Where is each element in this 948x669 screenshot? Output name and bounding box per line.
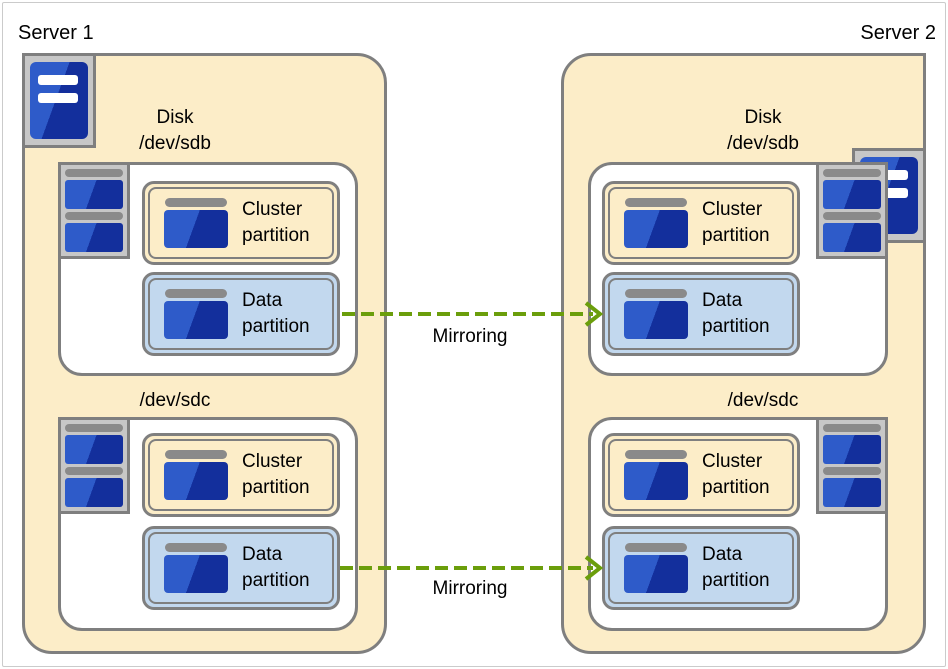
server1-sdb-cluster-partition: Cluster partition: [142, 181, 340, 265]
disk-partition-icon: [164, 198, 228, 248]
disk-partition-icon: [624, 543, 688, 593]
disk-title-line: /dev/sdb: [139, 133, 211, 154]
server1-sdc-cluster-partition: Cluster partition: [142, 433, 340, 517]
disk-unit: [65, 212, 123, 252]
server2-sdb-cluster-partition: Cluster partition: [602, 181, 800, 265]
server-drive-slot: [38, 75, 78, 85]
disk-unit: [65, 424, 123, 464]
disk-unit: [65, 169, 123, 209]
partition-label: Data partition: [242, 290, 310, 337]
server-tower-body: [30, 62, 88, 139]
server2-title: Server 2: [860, 22, 936, 44]
partition-label: Cluster partition: [702, 451, 770, 498]
server1-sdc-data-partition: Data partition: [142, 526, 340, 610]
disk-sdb-title: Disk /dev/sdb: [648, 105, 878, 157]
disk-unit: [823, 169, 881, 209]
disk-partition-icon: [164, 543, 228, 593]
server1-title: Server 1: [18, 22, 94, 44]
disk-unit: [823, 467, 881, 507]
disk-partition-icon: [624, 289, 688, 339]
disk-stack-icon: [816, 417, 888, 514]
disk-stack-icon: [58, 417, 130, 514]
partition-label: Data partition: [702, 290, 770, 337]
partition-label: Cluster partition: [242, 199, 310, 246]
disk-partition-icon: [624, 198, 688, 248]
disk-sdc-title: /dev/sdc: [648, 388, 878, 414]
server-tower-icon: [22, 53, 96, 148]
disk-partition-icon: [164, 289, 228, 339]
server2-sdc-data-partition: Data partition: [602, 526, 800, 610]
disk-sdb-title: Disk /dev/sdb: [60, 105, 290, 157]
disk-sdc-title: /dev/sdc: [60, 388, 290, 414]
disk-stack-icon: [816, 162, 888, 259]
server2-sdb-data-partition: Data partition: [602, 272, 800, 356]
server2-sdc-cluster-partition: Cluster partition: [602, 433, 800, 517]
disk-partition-icon: [624, 450, 688, 500]
disk-unit: [823, 424, 881, 464]
partition-label: Cluster partition: [702, 199, 770, 246]
disk-title-line: Disk: [156, 107, 194, 128]
disk-title-line: /dev/sdb: [727, 133, 799, 154]
disk-unit: [65, 467, 123, 507]
partition-label: Data partition: [242, 544, 310, 591]
disk-title-line: /dev/sdc: [139, 390, 211, 411]
partition-label: Cluster partition: [242, 451, 310, 498]
mirroring-label-sdc: Mirroring: [432, 578, 508, 599]
mirroring-label-sdb: Mirroring: [432, 326, 508, 347]
partition-label: Data partition: [702, 544, 770, 591]
server-drive-slot: [868, 170, 908, 180]
disk-partition-icon: [164, 450, 228, 500]
disk-stack-icon: [58, 162, 130, 259]
disk-title-line: Disk: [744, 107, 782, 128]
server-drive-slot: [38, 93, 78, 103]
disk-unit: [823, 212, 881, 252]
server1-sdb-data-partition: Data partition: [142, 272, 340, 356]
server-drive-slot: [868, 188, 908, 198]
disk-title-line: /dev/sdc: [727, 390, 799, 411]
